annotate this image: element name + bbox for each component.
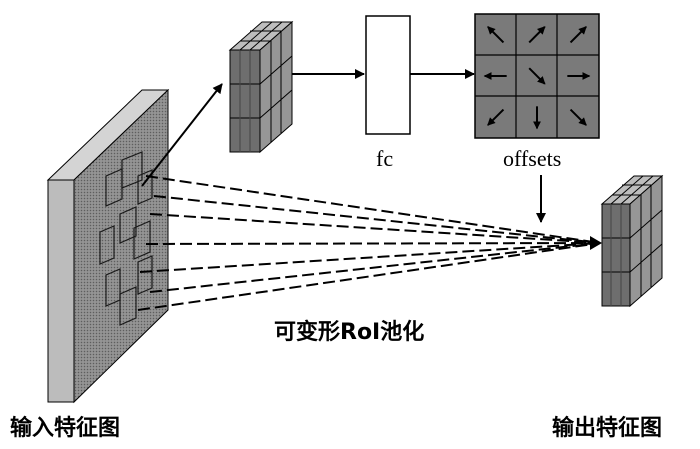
input-feature-map	[46, 88, 170, 404]
offset-arrow-up-right	[528, 26, 546, 44]
offsets-grid	[474, 13, 600, 139]
output-feature-map-label: 输出特征图	[552, 416, 663, 441]
output-feature-cube	[600, 174, 664, 308]
offset-arrow-down-right	[528, 67, 546, 85]
offset-arrows	[483, 26, 591, 130]
input-feature-map-label: 输入特征图	[10, 416, 121, 441]
projection-dashed-lines	[137, 175, 601, 311]
offset-arrow-down-left	[487, 108, 505, 126]
fc-layer-box	[365, 15, 411, 135]
offset-arrow-down-right	[569, 108, 587, 126]
input-slab-left-face	[47, 179, 75, 403]
deformable-roi-pooling-label: 可变形RoI池化	[274, 320, 425, 345]
input-slab-front-face	[73, 88, 169, 404]
offsets-label: offsets	[503, 146, 562, 171]
offset-arrow-up-left	[487, 26, 505, 44]
offset-arrow-up-right	[569, 26, 587, 44]
output-cube-front	[601, 203, 631, 307]
pooled-feature-cube	[228, 20, 294, 154]
deformed-roi-bins	[99, 151, 153, 326]
pooled-cube-front	[229, 49, 261, 153]
projection-arrowhead	[590, 236, 602, 250]
roi-to-pooled-arrow	[141, 83, 223, 187]
fc-label: fc	[376, 146, 394, 171]
